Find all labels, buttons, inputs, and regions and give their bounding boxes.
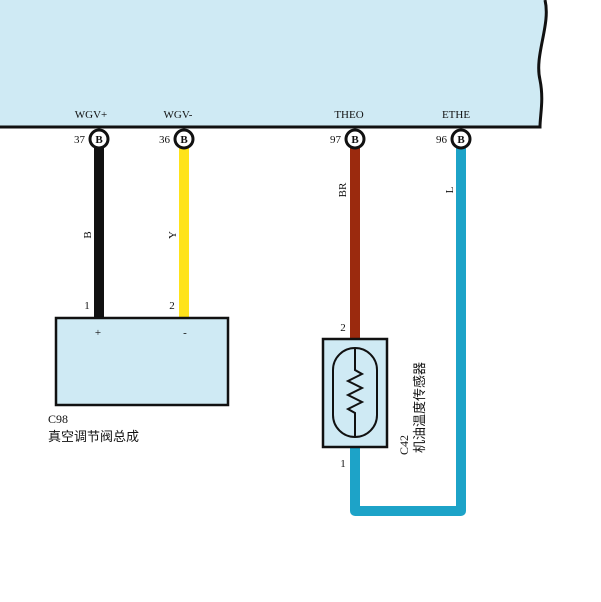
pin-97: B 97 [330,128,366,150]
wire-code-black: B [82,231,94,238]
pin-connector-letter: B [351,134,359,146]
ecu-outline [0,0,548,129]
pin-96: B 96 [436,128,472,150]
thermistor-icon [345,349,365,436]
c98-body [54,316,230,407]
wire-code-blue: L [444,186,456,193]
c98-pin1-sign: + [95,327,101,339]
ecu-body [0,0,547,127]
c98-pin2-sign: - [183,327,187,339]
pin-circle [88,128,110,150]
wire-code-yellow: Y [167,231,179,239]
pin-label-wgv-minus: WGV- [164,109,193,121]
pin-label-wgv-plus: WGV+ [75,109,107,121]
c98-id: C98 [48,412,68,426]
pin-circle [344,128,366,150]
pin-number: 97 [330,134,342,146]
pin-36: B 36 [159,128,195,150]
c42-pin2-number: 2 [340,322,346,334]
pin-connector-letter: B [457,134,465,146]
c42-name: 机油温度传感器 [412,362,427,453]
component-c98: 1 2 + - C98 真空调节阀总成 [48,300,230,444]
c42-pin1-number: 1 [340,458,346,470]
c42-id: C42 [397,435,411,455]
c98-pin1-number: 1 [84,300,90,312]
pin-number: 96 [436,134,448,146]
pin-label-theo: THEO [334,109,363,121]
c98-pin2-number: 2 [169,300,175,312]
pin-37: B 37 [74,128,110,150]
pin-number: 36 [159,134,171,146]
pin-circle [173,128,195,150]
component-c42: 2 1 C42 机油温度传感器 [321,322,427,470]
wire-code-brown: BR [337,182,349,197]
pin-connector-letter: B [180,134,188,146]
pin-number: 37 [74,134,86,146]
c98-name: 真空调节阀总成 [48,429,139,444]
pin-circle [450,128,472,150]
wire-blue [350,148,466,516]
thermistor-housing [332,347,378,438]
pin-connector-letter: B [95,134,103,146]
ecu-block [0,0,548,129]
pin-label-ethe: ETHE [442,109,470,121]
